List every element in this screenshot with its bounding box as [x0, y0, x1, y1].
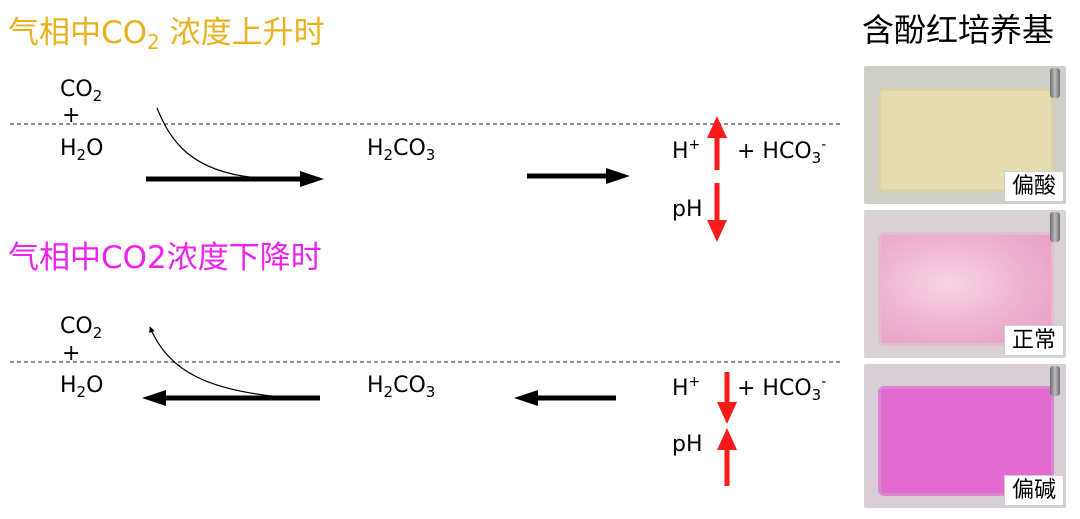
bottom-hplus-text: H: [672, 376, 689, 401]
bottom-plus: +: [62, 341, 81, 366]
top-h2o-o: O: [86, 136, 104, 161]
bottom-ph-up-arrow-head: [717, 428, 737, 450]
top-h2o-h: H: [60, 136, 77, 161]
top-plus: +: [62, 103, 81, 128]
photo-acidic-label: 偏酸: [1003, 170, 1064, 202]
top-arrow-1-head: [300, 171, 324, 187]
top-ph-down-arrow-head: [707, 220, 727, 242]
bottom-hplus-sup: +: [688, 374, 701, 390]
bottom-hplus: H+: [672, 375, 700, 400]
photo-basic-label: 偏碱: [1003, 474, 1064, 506]
top-hco3-sup: -: [821, 137, 827, 153]
top-co2-text: CO: [60, 77, 93, 102]
photo-normal: 正常: [864, 210, 1066, 358]
top-hplus-sup: +: [688, 137, 701, 153]
bottom-hplus-down-arrow-head: [717, 402, 737, 424]
photo-acidic-rod: [1050, 68, 1060, 98]
bottom-h2o: H2O: [60, 375, 103, 400]
bottom-co2-sub: 2: [92, 324, 103, 342]
bottom-h2o-o: O: [86, 373, 104, 398]
top-heading-post: 浓度上升时: [159, 15, 325, 51]
top-arrow-2-head: [606, 168, 630, 184]
photo-normal-label: 正常: [1003, 324, 1064, 356]
photo-acidic: 偏酸: [864, 66, 1066, 204]
bottom-escape-curve: [149, 326, 294, 399]
top-hco3-sub: 3: [811, 149, 822, 167]
top-h2co3-sub2: 3: [425, 146, 436, 164]
bottom-co2: CO2: [60, 316, 102, 341]
top-hplus: H+: [672, 138, 700, 163]
bottom-hco3: + HCO3-: [737, 375, 826, 403]
bottom-co2-text: CO: [60, 314, 93, 339]
top-hco3-text: + HCO: [737, 139, 812, 164]
bottom-h2co3-h: H: [367, 373, 384, 398]
bottom-h2co3: H2CO3: [367, 375, 435, 400]
bottom-heading: 气相中CO2浓度下降时: [8, 240, 322, 276]
photo-basic: 偏碱: [864, 364, 1066, 508]
bottom-h2o-sub: 2: [76, 383, 87, 401]
top-h2co3-h: H: [367, 136, 384, 161]
top-hco3: + HCO3-: [737, 138, 826, 166]
bottom-h2o-h: H: [60, 373, 77, 398]
top-h2co3-co: CO: [393, 136, 426, 161]
bottom-arrow-1-head: [142, 390, 166, 406]
bottom-hco3-text: + HCO: [737, 376, 812, 401]
top-h2co3-sub1: 2: [383, 146, 394, 164]
top-heading-pre: 气相中CO: [8, 15, 148, 51]
top-ph: pH: [672, 197, 703, 222]
bottom-hco3-sub: 3: [811, 386, 822, 404]
top-hplus-up-arrow-head: [707, 116, 727, 138]
bottom-h2co3-co: CO: [393, 373, 426, 398]
top-co2-sub: 2: [92, 87, 103, 105]
media-title: 含酚红培养基: [862, 11, 1055, 49]
bottom-ph: pH: [672, 432, 703, 457]
top-hplus-text: H: [672, 139, 689, 164]
bottom-arrow-2-head: [514, 390, 538, 406]
top-h2co3: H2CO3: [367, 138, 435, 163]
top-heading-sub: 2: [147, 30, 160, 54]
top-heading: 气相中CO2 浓度上升时: [8, 15, 325, 54]
bottom-h2co3-sub2: 3: [425, 383, 436, 401]
bottom-h2co3-sub1: 2: [383, 383, 394, 401]
photo-normal-rod: [1050, 212, 1060, 242]
top-h2o-sub: 2: [76, 146, 87, 164]
top-h2o: H2O: [60, 138, 103, 163]
bottom-hco3-sup: -: [821, 374, 827, 390]
top-co2: CO2: [60, 79, 102, 104]
photo-basic-rod: [1050, 366, 1060, 396]
top-dissolve-curve: [156, 107, 259, 179]
